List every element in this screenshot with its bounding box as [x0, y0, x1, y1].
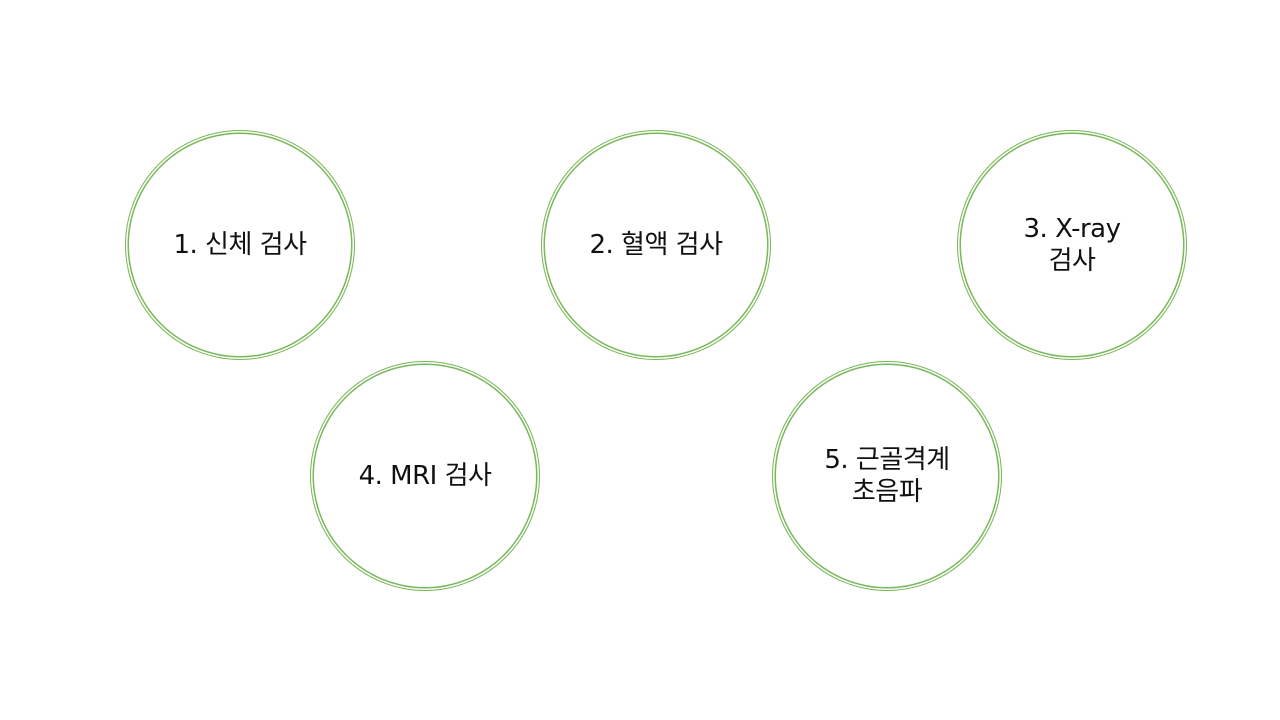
step-label: 4. MRI 검사	[358, 461, 492, 491]
step-label: 1. 신체 검사	[173, 230, 307, 260]
step-label: 2. 혈액 검사	[589, 230, 723, 260]
step-label: 5. 근골격계 초음파	[824, 445, 950, 507]
step-circle-blood-test: 2. 혈액 검사	[541, 130, 771, 360]
step-circle-physical-exam: 1. 신체 검사	[125, 130, 355, 360]
step-circle-ultrasound: 5. 근골격계 초음파	[772, 361, 1002, 591]
step-circle-xray: 3. X-ray 검사	[957, 130, 1187, 360]
step-circle-mri: 4. MRI 검사	[310, 361, 540, 591]
step-label: 3. X-ray 검사	[1023, 214, 1121, 276]
